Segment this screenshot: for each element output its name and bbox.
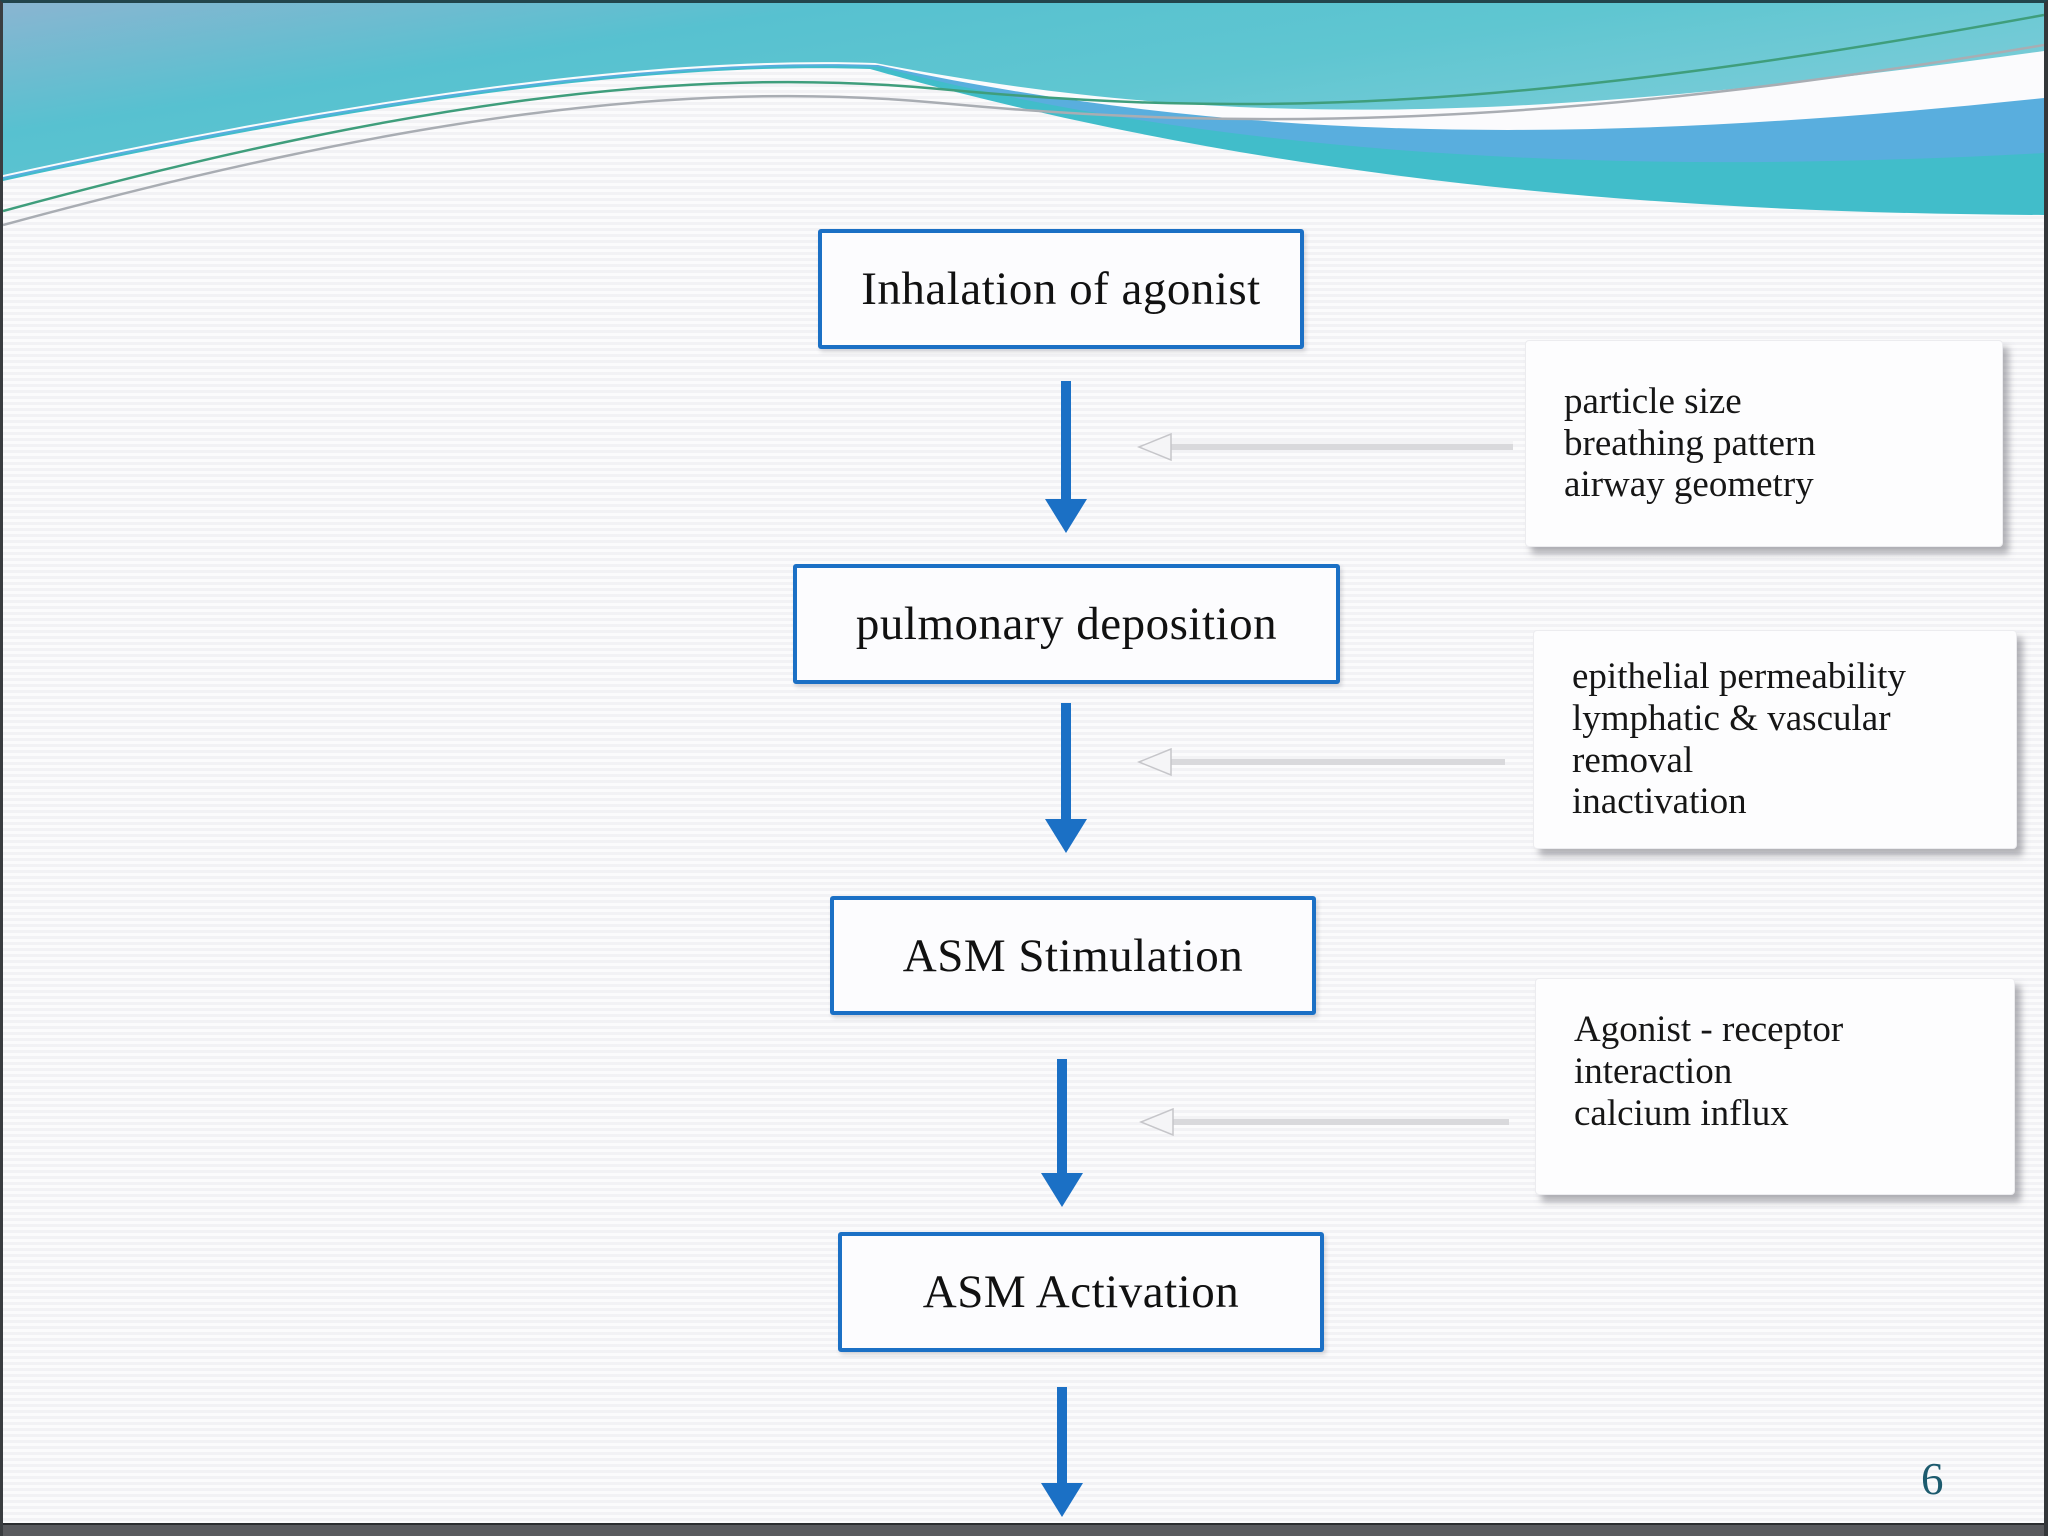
flow-step-inhalation-of-agonist: Inhalation of agonist — [818, 229, 1304, 349]
flow-step-pulmonary-deposition: pulmonary deposition — [793, 564, 1340, 684]
flow-step-asm-activation: ASM Activation — [838, 1232, 1324, 1352]
slide-bottom-edge — [3, 1523, 2044, 1536]
left-arrow-connector-icon — [1137, 432, 1513, 462]
page-number: 6 — [1921, 1454, 1944, 1504]
down-arrow-icon — [1041, 1387, 1083, 1517]
annotation-line: particle size — [1564, 380, 1742, 422]
flow-step-label: pulmonary deposition — [855, 598, 1278, 650]
annotation-line: removal — [1572, 739, 1694, 781]
flow-step-label: Inhalation of agonist — [861, 263, 1261, 315]
annotation-line: inactivation — [1572, 781, 1747, 823]
left-arrow-connector-icon — [1137, 747, 1505, 777]
down-arrow-icon — [1045, 381, 1087, 533]
annotation-line: epithelial permeability — [1572, 655, 1906, 697]
annotation-stimulation-factors: Agonist - receptor interaction calcium i… — [1535, 978, 2015, 1195]
annotation-line: Agonist - receptor — [1574, 1009, 1844, 1050]
header-wave-decoration — [3, 3, 2044, 227]
flow-step-asm-stimulation: ASM Stimulation — [830, 896, 1316, 1015]
annotation-line: lymphatic & vascular — [1572, 697, 1891, 739]
flow-step-label: ASM Stimulation — [902, 929, 1244, 982]
annotation-inhalation-factors: particle size breathing pattern airway g… — [1525, 340, 2003, 547]
flow-step-label: ASM Activation — [922, 1266, 1240, 1318]
annotation-line: calcium influx — [1574, 1092, 1789, 1134]
annotation-line: airway geometry — [1564, 464, 1814, 506]
down-arrow-icon — [1041, 1059, 1083, 1207]
annotation-line: breathing pattern — [1564, 422, 1816, 464]
annotation-line: interaction — [1574, 1050, 1733, 1092]
annotation-deposition-factors: epithelial permeability lymphatic & vasc… — [1533, 630, 2017, 849]
down-arrow-icon — [1045, 703, 1087, 853]
left-arrow-connector-icon — [1139, 1107, 1509, 1137]
